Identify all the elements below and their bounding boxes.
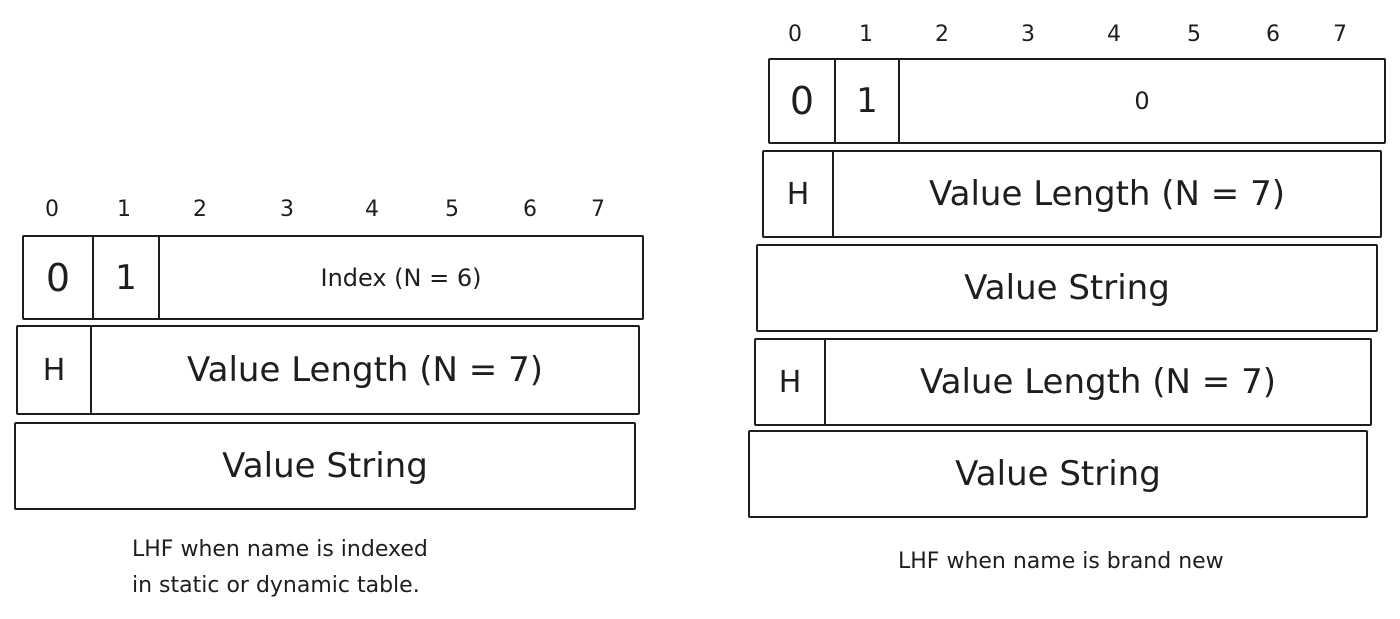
- right-huffman-flag-1: H: [786, 176, 810, 212]
- left-row-index: 0 1 Index (N = 6): [22, 235, 644, 320]
- right-zero-field: 0: [900, 60, 1384, 142]
- right-huffman-flag-cell-2: H: [756, 340, 826, 424]
- left-caption-line1: LHF when name is indexed: [132, 537, 428, 562]
- left-value-string-label: Value String: [222, 446, 428, 486]
- left-value-length-label: Value Length (N = 7): [187, 350, 543, 390]
- right-bit-4: 4: [1107, 22, 1121, 47]
- right-huffman-flag-2: H: [778, 364, 802, 400]
- left-bit-3: 3: [280, 197, 294, 222]
- right-bit1-value: 1: [856, 81, 878, 121]
- left-huffman-flag: H: [42, 352, 66, 388]
- left-bit0-value: 0: [45, 255, 71, 300]
- right-bit-0: 0: [788, 22, 802, 47]
- right-caption-text: LHF when name is brand new: [898, 549, 1224, 574]
- right-bit-7: 7: [1333, 22, 1347, 47]
- left-bit1-value: 1: [115, 257, 137, 298]
- left-bit-2: 2: [193, 197, 207, 222]
- right-value-length-label-1: Value Length (N = 7): [929, 174, 1285, 214]
- right-bit-6: 6: [1266, 22, 1280, 47]
- right-row-value-string-1: Value String: [756, 244, 1378, 332]
- left-bit-6: 6: [523, 197, 537, 222]
- right-bit1-cell: 1: [836, 60, 900, 142]
- left-bit1-cell: 1: [94, 237, 160, 318]
- left-value-length-field: Value Length (N = 7): [92, 327, 638, 413]
- left-index-field: Index (N = 6): [160, 237, 642, 318]
- left-row-value-string: Value String: [14, 422, 636, 510]
- right-row-value-length-2: H Value Length (N = 7): [754, 338, 1372, 426]
- right-value-string-label-1: Value String: [964, 268, 1170, 308]
- right-row-value-length-1: H Value Length (N = 7): [762, 150, 1382, 238]
- left-bit-0: 0: [45, 197, 59, 222]
- right-zero-label: 0: [1134, 87, 1150, 115]
- left-bit-5: 5: [445, 197, 459, 222]
- right-bit0-value: 0: [789, 79, 815, 123]
- right-huffman-flag-cell-1: H: [764, 152, 834, 236]
- right-bit0-cell: 0: [770, 60, 836, 142]
- left-bit-labels: 0 1 2 3 4 5 6 7: [0, 195, 650, 225]
- left-caption: LHF when name is indexed in static or dy…: [132, 532, 552, 604]
- right-value-length-field-1: Value Length (N = 7): [834, 152, 1380, 236]
- left-bit-1: 1: [117, 197, 131, 222]
- left-bit-7: 7: [591, 197, 605, 222]
- right-bit-3: 3: [1021, 22, 1035, 47]
- right-bit-2: 2: [935, 22, 949, 47]
- right-bit-5: 5: [1187, 22, 1201, 47]
- right-row-prefix: 0 1 0: [768, 58, 1386, 144]
- right-caption: LHF when name is brand new: [898, 544, 1338, 580]
- right-bit-1: 1: [859, 22, 873, 47]
- left-index-label: Index (N = 6): [320, 263, 482, 292]
- right-value-length-field-2: Value Length (N = 7): [826, 340, 1370, 424]
- right-bit-labels: 0 1 2 3 4 5 6 7: [0, 20, 1400, 50]
- left-huffman-flag-cell: H: [18, 327, 92, 413]
- right-value-length-label-2: Value Length (N = 7): [920, 362, 1276, 402]
- right-value-string-label-2: Value String: [955, 454, 1161, 494]
- left-bit-4: 4: [365, 197, 379, 222]
- left-row-value-length: H Value Length (N = 7): [16, 325, 640, 415]
- left-bit0-cell: 0: [24, 237, 94, 318]
- left-caption-line2: in static or dynamic table.: [132, 573, 420, 598]
- right-row-value-string-2: Value String: [748, 430, 1368, 518]
